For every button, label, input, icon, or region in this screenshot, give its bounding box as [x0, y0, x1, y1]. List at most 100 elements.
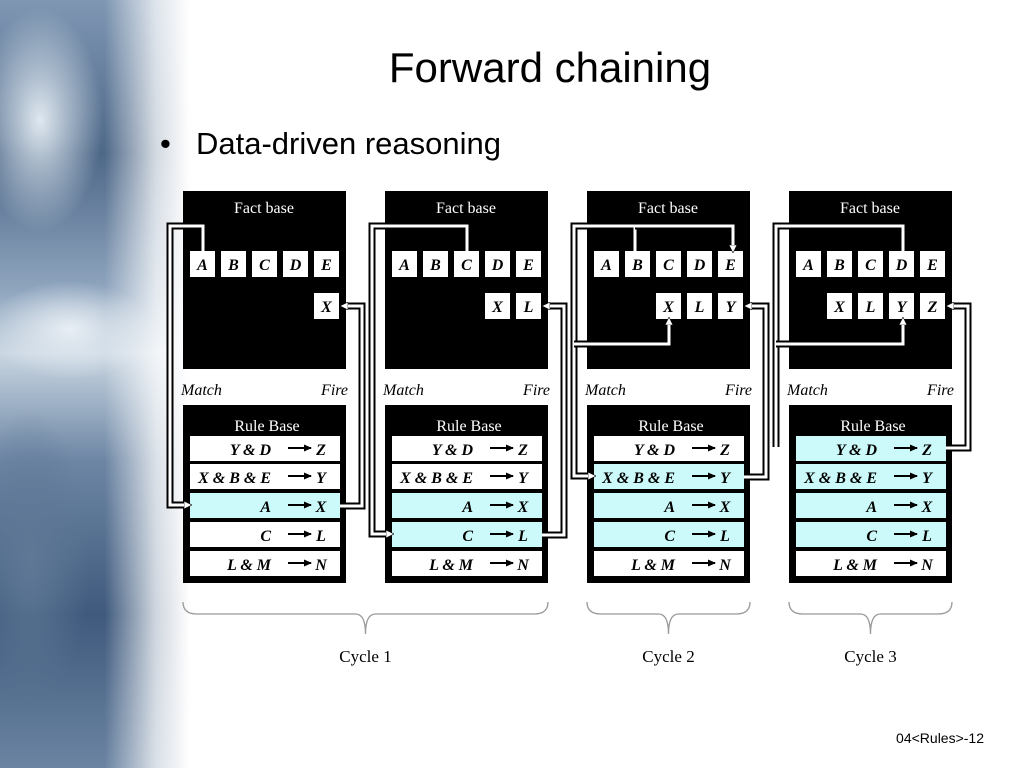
- rule-conclusion: N: [314, 557, 328, 574]
- fact-cell-label: C: [259, 257, 270, 274]
- rule-conclusion: X: [719, 499, 731, 516]
- rule-conclusion: Y: [720, 470, 731, 487]
- derived-fact-label: Z: [927, 299, 938, 316]
- derived-fact-label: Y: [897, 299, 908, 316]
- fact-cell-label: D: [895, 257, 908, 274]
- derived-fact-cell: [516, 293, 541, 319]
- fact-cell-label: E: [320, 257, 332, 274]
- fact-cell-label: A: [196, 257, 208, 274]
- match-path-line: [370, 224, 469, 534]
- fact-base-label: Fact base: [234, 200, 294, 217]
- rule-conclusion: N: [718, 557, 732, 574]
- rule-conclusion: N: [516, 557, 530, 574]
- rule-conclusion: L: [719, 528, 730, 545]
- rule-condition: C: [260, 528, 271, 545]
- rule-condition: A: [663, 499, 675, 516]
- match-path-line: [168, 224, 205, 505]
- fact-base-label: Fact base: [840, 200, 900, 217]
- match-label: Match: [786, 382, 828, 399]
- fact-base-label: Fact base: [638, 200, 698, 217]
- rule-condition: L & M: [832, 557, 878, 574]
- rule-row: [594, 522, 744, 547]
- rule-row: [190, 551, 340, 576]
- cycle-brace: [788, 601, 953, 635]
- fact-cell: [190, 251, 215, 277]
- fact-cell: [687, 251, 712, 277]
- rule-row: [392, 551, 542, 576]
- fact-cell: [485, 251, 510, 277]
- rule-condition: C: [664, 528, 675, 545]
- rule-conclusion: X: [517, 499, 529, 516]
- fact-cell-label: D: [491, 257, 504, 274]
- fact-cell: [889, 251, 914, 277]
- fact-cell-label: A: [600, 257, 612, 274]
- cycle-label: Cycle 1: [339, 647, 391, 666]
- rule-condition: Y & D: [230, 442, 272, 459]
- rule-row: [594, 464, 744, 489]
- bullet-dot-icon: •: [160, 126, 171, 161]
- derived-fact-cell: [920, 293, 945, 319]
- fact-cell: [858, 251, 883, 277]
- derived-fact-cell: [827, 293, 852, 319]
- rule-row: [594, 551, 744, 576]
- rule-base-label: Rule Base: [638, 418, 703, 435]
- rule-row: [392, 464, 542, 489]
- rule-row: [392, 493, 542, 518]
- derived-fact-label: X: [320, 299, 332, 316]
- fact-cell-label: A: [398, 257, 410, 274]
- fact-cell: [221, 251, 246, 277]
- rule-condition: X & B & E: [399, 470, 473, 487]
- rule-row: [190, 464, 340, 489]
- fact-cell: [516, 251, 541, 277]
- match-label: Match: [180, 382, 222, 399]
- rule-condition: A: [259, 499, 271, 516]
- match-path-line: [572, 224, 637, 476]
- rule-condition: A: [865, 499, 877, 516]
- rule-conclusion: X: [921, 499, 933, 516]
- fact-cell: [252, 251, 277, 277]
- rule-row: [392, 522, 542, 547]
- rule-conclusion: Z: [719, 442, 730, 459]
- rule-row: [796, 464, 946, 489]
- rule-base-label: Rule Base: [840, 418, 905, 435]
- derived-fact-cell: [656, 293, 681, 319]
- fire-path-line: [946, 306, 970, 450]
- rule-conclusion: Y: [922, 470, 933, 487]
- fact-cell: [423, 251, 448, 277]
- bullet-item: •Data-driven reasoning: [160, 126, 501, 162]
- cycle-brace: [182, 601, 549, 635]
- fact-base-panel: [789, 191, 952, 369]
- rule-condition: L & M: [630, 557, 676, 574]
- rule-condition: X & B & E: [803, 470, 877, 487]
- derived-fact-label: L: [694, 299, 705, 316]
- rule-row: [190, 436, 340, 461]
- slide-title: Forward chaining: [388, 44, 712, 91]
- fact-cell-label: C: [461, 257, 472, 274]
- fact-cell: [392, 251, 417, 277]
- derived-fact-cell: [858, 293, 883, 319]
- rule-condition: X & B & E: [197, 470, 271, 487]
- fact-cell: [283, 251, 308, 277]
- fact-cell-label: B: [227, 257, 239, 274]
- rule-row: [594, 493, 744, 518]
- fact-base-label: Fact base: [436, 200, 496, 217]
- cycle-brace: [586, 601, 751, 635]
- background-mountain-image: [0, 0, 190, 768]
- fact-base-panel: [385, 191, 548, 369]
- rule-condition: L & M: [226, 557, 272, 574]
- fact-cell: [656, 251, 681, 277]
- rule-row: [392, 436, 542, 461]
- fact-cell-label: C: [663, 257, 674, 274]
- rule-condition: Y & D: [836, 442, 878, 459]
- rule-condition: Y & D: [432, 442, 474, 459]
- derived-fact-label: L: [523, 299, 534, 316]
- rule-row: [190, 522, 340, 547]
- fact-cell: [920, 251, 945, 277]
- rule-conclusion: Z: [315, 442, 326, 459]
- rule-condition: C: [462, 528, 473, 545]
- fire-path-line: [542, 306, 566, 537]
- rule-condition: A: [461, 499, 473, 516]
- fact-cell-label: D: [693, 257, 706, 274]
- fire-path-line: [744, 306, 768, 479]
- derived-fact-cell: [314, 293, 339, 319]
